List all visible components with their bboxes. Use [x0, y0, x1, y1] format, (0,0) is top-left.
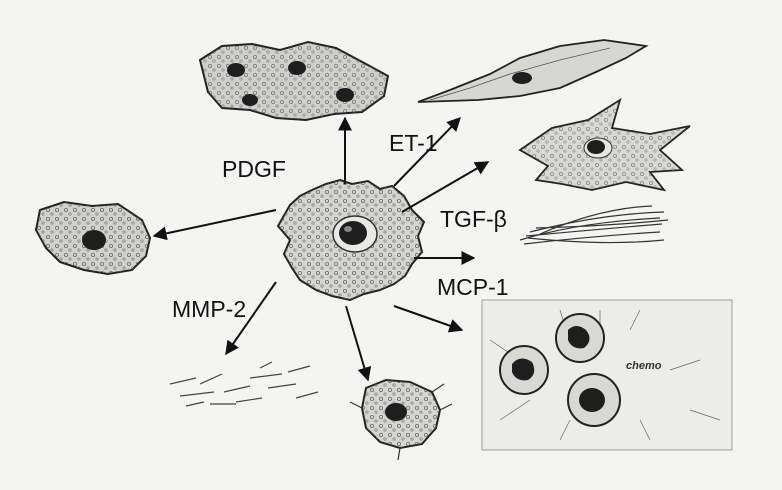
label-tgf: TGF-β	[440, 208, 507, 231]
label-et1: ET-1	[389, 132, 438, 155]
label-mmp2: MMP-2	[172, 298, 246, 321]
label-mcp1: MCP-1	[437, 276, 509, 299]
label-pdgf: PDGF	[222, 158, 286, 181]
chemotaxis-panel	[482, 300, 732, 450]
label-chemo: chemo	[626, 360, 661, 372]
